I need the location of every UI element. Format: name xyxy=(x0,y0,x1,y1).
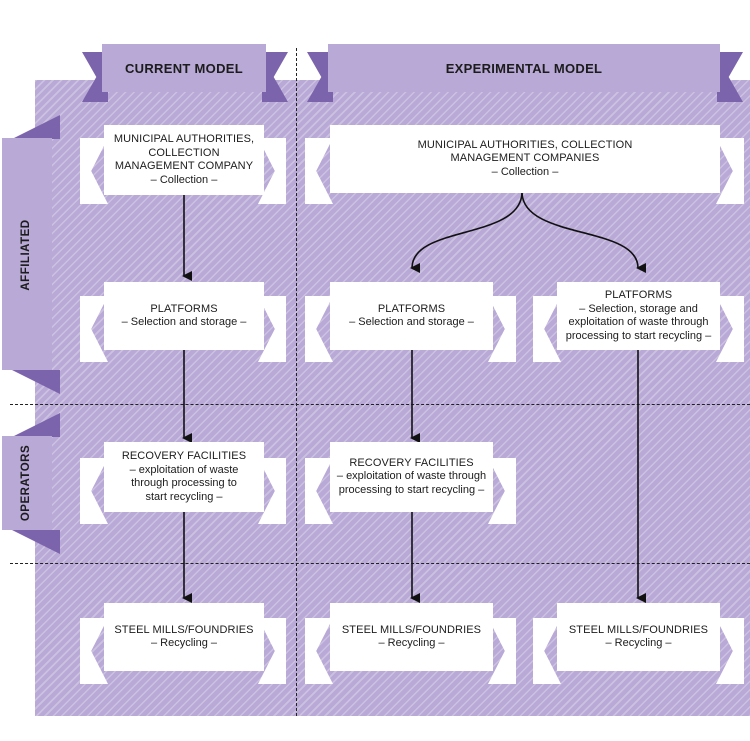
affiliated-operators-divider xyxy=(10,404,750,405)
current-steel-box: STEEL MILLS/FOUNDRIES – Recycling – xyxy=(104,603,264,671)
current-steel-title: STEEL MILLS/FOUNDRIES xyxy=(114,623,254,636)
exp-recovery-sub: – exploitation of waste through processi… xyxy=(336,470,487,496)
current-model-header: CURRENT MODEL xyxy=(102,44,266,92)
current-steel-sub: – Recycling – xyxy=(150,637,218,649)
operators-ribbon xyxy=(2,436,52,530)
current-collection-title: MUNICIPAL AUTHORITIES, COLLECTION MANAGE… xyxy=(113,133,255,172)
operators-bottom-divider xyxy=(10,563,750,564)
current-platforms-box: PLATFORMS – Selection and storage – xyxy=(104,282,264,350)
exp-platforms-2-sub: – Selection, storage and exploitation of… xyxy=(565,302,712,342)
exp-platforms-1-title: PLATFORMS xyxy=(377,302,446,315)
current-platforms-sub: – Selection and storage – xyxy=(121,316,247,328)
exp-steel-1-title: STEEL MILLS/FOUNDRIES xyxy=(341,623,482,636)
current-collection-box: MUNICIPAL AUTHORITIES, COLLECTION MANAGE… xyxy=(104,125,264,195)
exp-collection-title: MUNICIPAL AUTHORITIES, COLLECTION MANAGE… xyxy=(417,138,633,165)
exp-platforms-2-title: PLATFORMS xyxy=(604,289,673,301)
exp-collection-box: MUNICIPAL AUTHORITIES, COLLECTION MANAGE… xyxy=(330,125,720,193)
affiliated-ribbon xyxy=(2,138,52,370)
experimental-model-header: EXPERIMENTAL MODEL xyxy=(328,44,720,92)
exp-steel-1-box: STEEL MILLS/FOUNDRIES – Recycling – xyxy=(330,603,493,671)
exp-recovery-box: RECOVERY FACILITIES – exploitation of wa… xyxy=(330,442,493,512)
current-recovery-sub: – exploitation of waste through processi… xyxy=(129,463,239,503)
current-collection-sub: – Collection – xyxy=(150,173,218,186)
exp-steel-2-title: STEEL MILLS/FOUNDRIES xyxy=(568,623,709,636)
current-recovery-title: RECOVERY FACILITIES xyxy=(121,450,247,462)
exp-platforms-1-box: PLATFORMS – Selection and storage – xyxy=(330,282,493,350)
arrow-exp-collection-to-platforms-1 xyxy=(410,192,523,274)
exp-platforms-1-sub: – Selection and storage – xyxy=(349,316,474,328)
current-platforms-title: PLATFORMS xyxy=(150,302,218,315)
exp-platforms-2-box: PLATFORMS – Selection, storage and explo… xyxy=(557,282,720,350)
arrow-exp-collection-to-platforms-2 xyxy=(521,192,647,273)
exp-collection-sub: – Collection – xyxy=(491,165,559,178)
exp-steel-2-box: STEEL MILLS/FOUNDRIES – Recycling – xyxy=(557,603,720,671)
exp-steel-2-sub: – Recycling – xyxy=(605,637,672,649)
exp-steel-1-sub: – Recycling – xyxy=(378,637,445,649)
exp-recovery-title: RECOVERY FACILITIES xyxy=(349,456,474,469)
model-divider xyxy=(296,48,297,716)
current-recovery-box: RECOVERY FACILITIES – exploitation of wa… xyxy=(104,442,264,512)
